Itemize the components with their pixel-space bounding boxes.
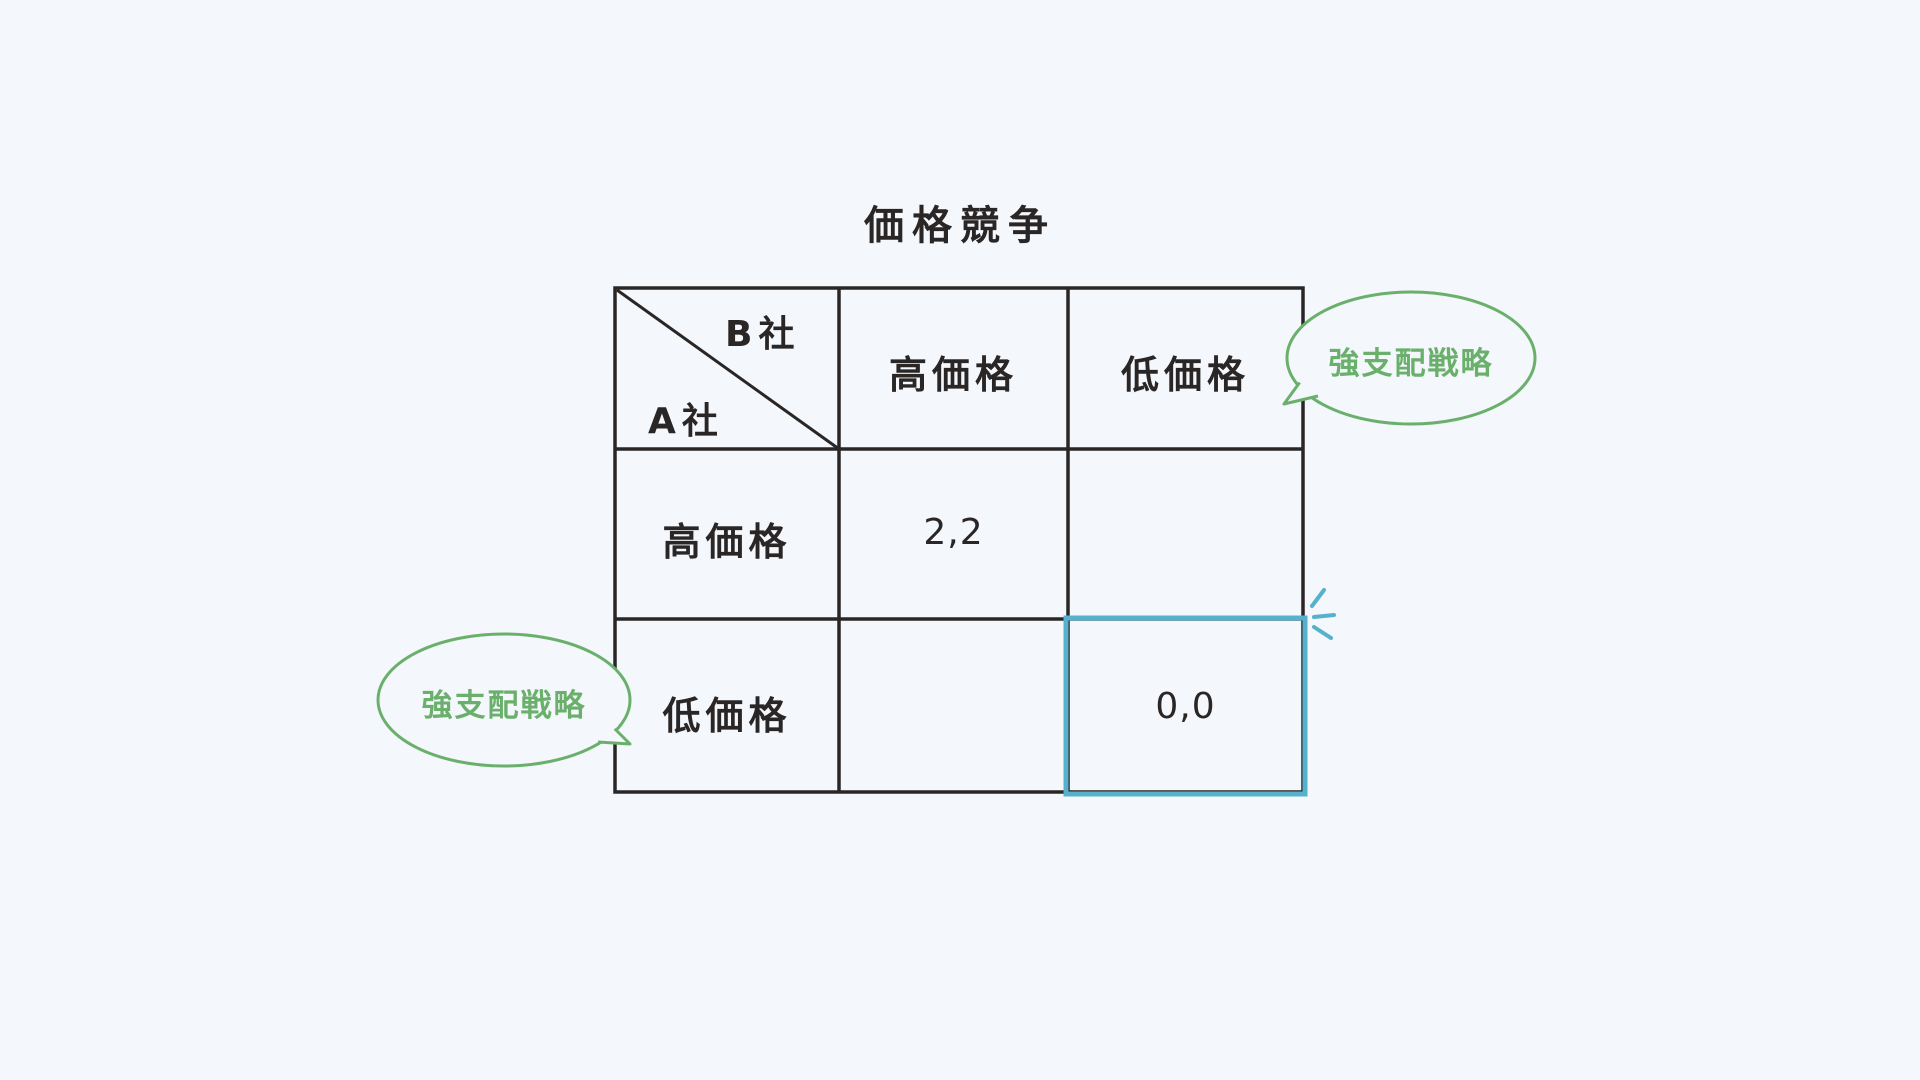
column-header-low-price: 低価格	[1120, 353, 1250, 397]
row-header-low-price: 低価格	[662, 694, 792, 738]
callout-row-strategy-text: 強支配戦略	[421, 688, 587, 724]
payoff-low-low: 0,0	[1155, 686, 1216, 727]
callout-column-strategy-text: 強支配戦略	[1328, 346, 1494, 382]
matrix-outer-border	[613, 286, 1305, 794]
column-player-label: B社	[725, 314, 801, 355]
callout-bubble-column	[1282, 290, 1537, 426]
payoff-high-high: 2,2	[923, 512, 984, 553]
callout-bubble-row	[376, 632, 632, 768]
column-header-high-price: 高価格	[888, 353, 1018, 397]
equilibrium-highlight-box	[1063, 615, 1308, 797]
row-player-label: A社	[648, 401, 724, 442]
sparkle-icon	[1310, 588, 1336, 640]
diagram-title: 価格競争	[864, 203, 1056, 249]
corner-diagonal-line	[616, 288, 840, 451]
row-header-high-price: 高価格	[662, 520, 792, 564]
